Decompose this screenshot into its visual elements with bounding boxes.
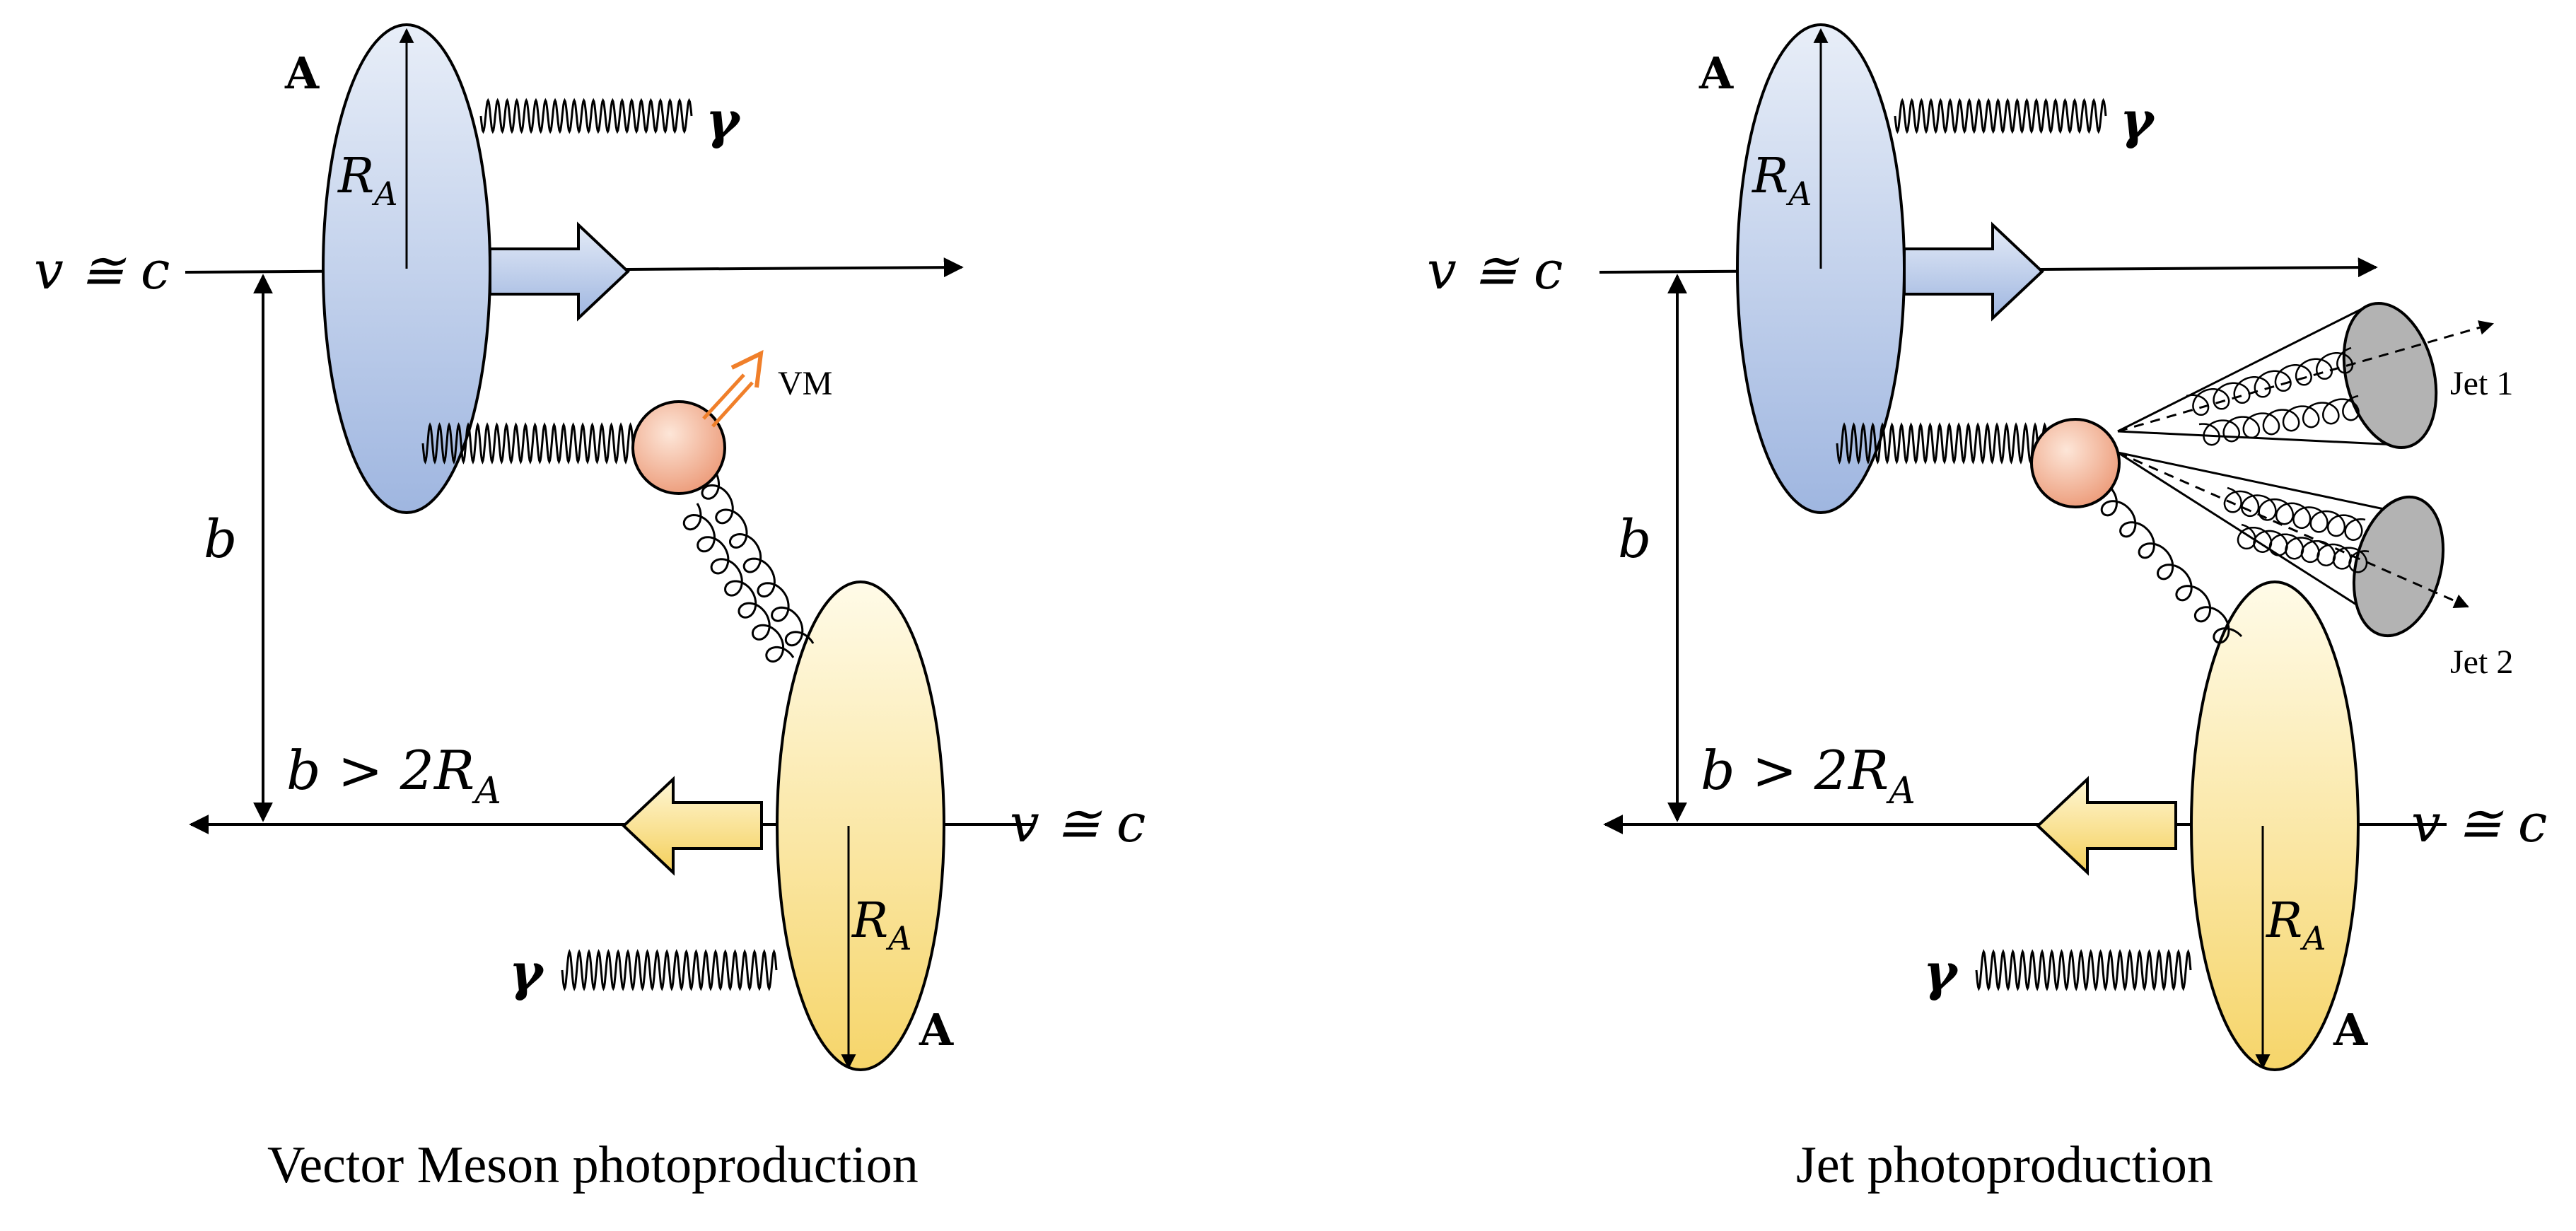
- interaction-vertex: [2030, 418, 2121, 508]
- nucleus-top-radius-label: RA: [337, 148, 397, 213]
- gluon-line-2: [682, 503, 795, 663]
- jet-cone-1: [2117, 301, 2495, 450]
- velocity-label-bottom: v ≅ c: [1010, 793, 1146, 854]
- jet2-label: Jet 2: [2450, 643, 2513, 681]
- motion-arrow-bottom: [622, 776, 763, 876]
- nucleus-bottom: [776, 581, 945, 1071]
- nucleus-bottom-label: A: [2333, 1004, 2368, 1056]
- gluon-line-1: [701, 472, 815, 647]
- gluon-line-1: [2100, 487, 2243, 644]
- photon-line-top: [479, 98, 693, 134]
- motion-arrow-top: [1903, 221, 2044, 322]
- vm-arrow-line-b: [711, 381, 754, 428]
- photon-line-middle: [1836, 422, 2048, 465]
- motion-arrow-bottom: [2036, 776, 2177, 876]
- photon-bottom-label: γ: [509, 942, 545, 1002]
- impact-parameter-label: b: [204, 509, 237, 570]
- jet2-gluon-a: [2223, 486, 2366, 541]
- jet1-gluon-b: [2198, 395, 2360, 446]
- condition-label: b > 2RA: [286, 739, 501, 812]
- interaction-vertex: [631, 400, 726, 495]
- nucleus-bottom-label: A: [919, 1004, 954, 1056]
- nucleus-bottom-radius-label: RA: [851, 893, 911, 957]
- vm-label: VM: [778, 365, 832, 402]
- jet2-gluon-b: [2237, 523, 2370, 573]
- motion-arrow-top: [489, 221, 630, 322]
- nucleus-bottom: [2190, 581, 2360, 1071]
- jet1-label: Jet 1: [2450, 365, 2513, 402]
- velocity-label-top: v ≅ c: [1427, 240, 1563, 301]
- nucleus-top-label: A: [1698, 47, 1734, 99]
- panel-vector-meson: A RA γ v ≅ c b b > 2RA v ≅ c RA γ A VM V…: [34, 23, 1146, 1194]
- velocity-label-bottom: v ≅ c: [2411, 793, 2547, 854]
- photon-line-bottom: [1975, 949, 2192, 991]
- condition-label: b > 2RA: [1701, 739, 1916, 812]
- jet1-gluon-a: [2186, 346, 2354, 416]
- vm-arrow-head: [730, 349, 764, 388]
- jet-cone-2: [2117, 451, 2469, 638]
- photon-line-middle: [421, 422, 634, 465]
- vm-arrow-line-a: [702, 373, 745, 420]
- photon-line-bottom: [561, 949, 778, 991]
- photon-top-label: γ: [2120, 90, 2156, 150]
- velocity-label-top: v ≅ c: [34, 240, 170, 301]
- photon-line-top: [1894, 98, 2107, 134]
- photon-bottom-label: γ: [1923, 942, 1959, 1002]
- impact-parameter-label: b: [1618, 509, 1651, 570]
- nucleus-bottom-radius-label: RA: [2265, 893, 2326, 957]
- panel-caption-jet: Jet photoproduction: [1796, 1136, 2213, 1194]
- nucleus-top-label: A: [284, 47, 320, 99]
- panel-jet: A RA γ v ≅ c b b > 2RA v ≅ c RA γ A Jet …: [1427, 23, 2547, 1194]
- photon-top-label: γ: [706, 90, 742, 150]
- nucleus-top-radius-label: RA: [1751, 148, 1812, 213]
- panel-caption-vector-meson: Vector Meson photoproduction: [267, 1136, 919, 1194]
